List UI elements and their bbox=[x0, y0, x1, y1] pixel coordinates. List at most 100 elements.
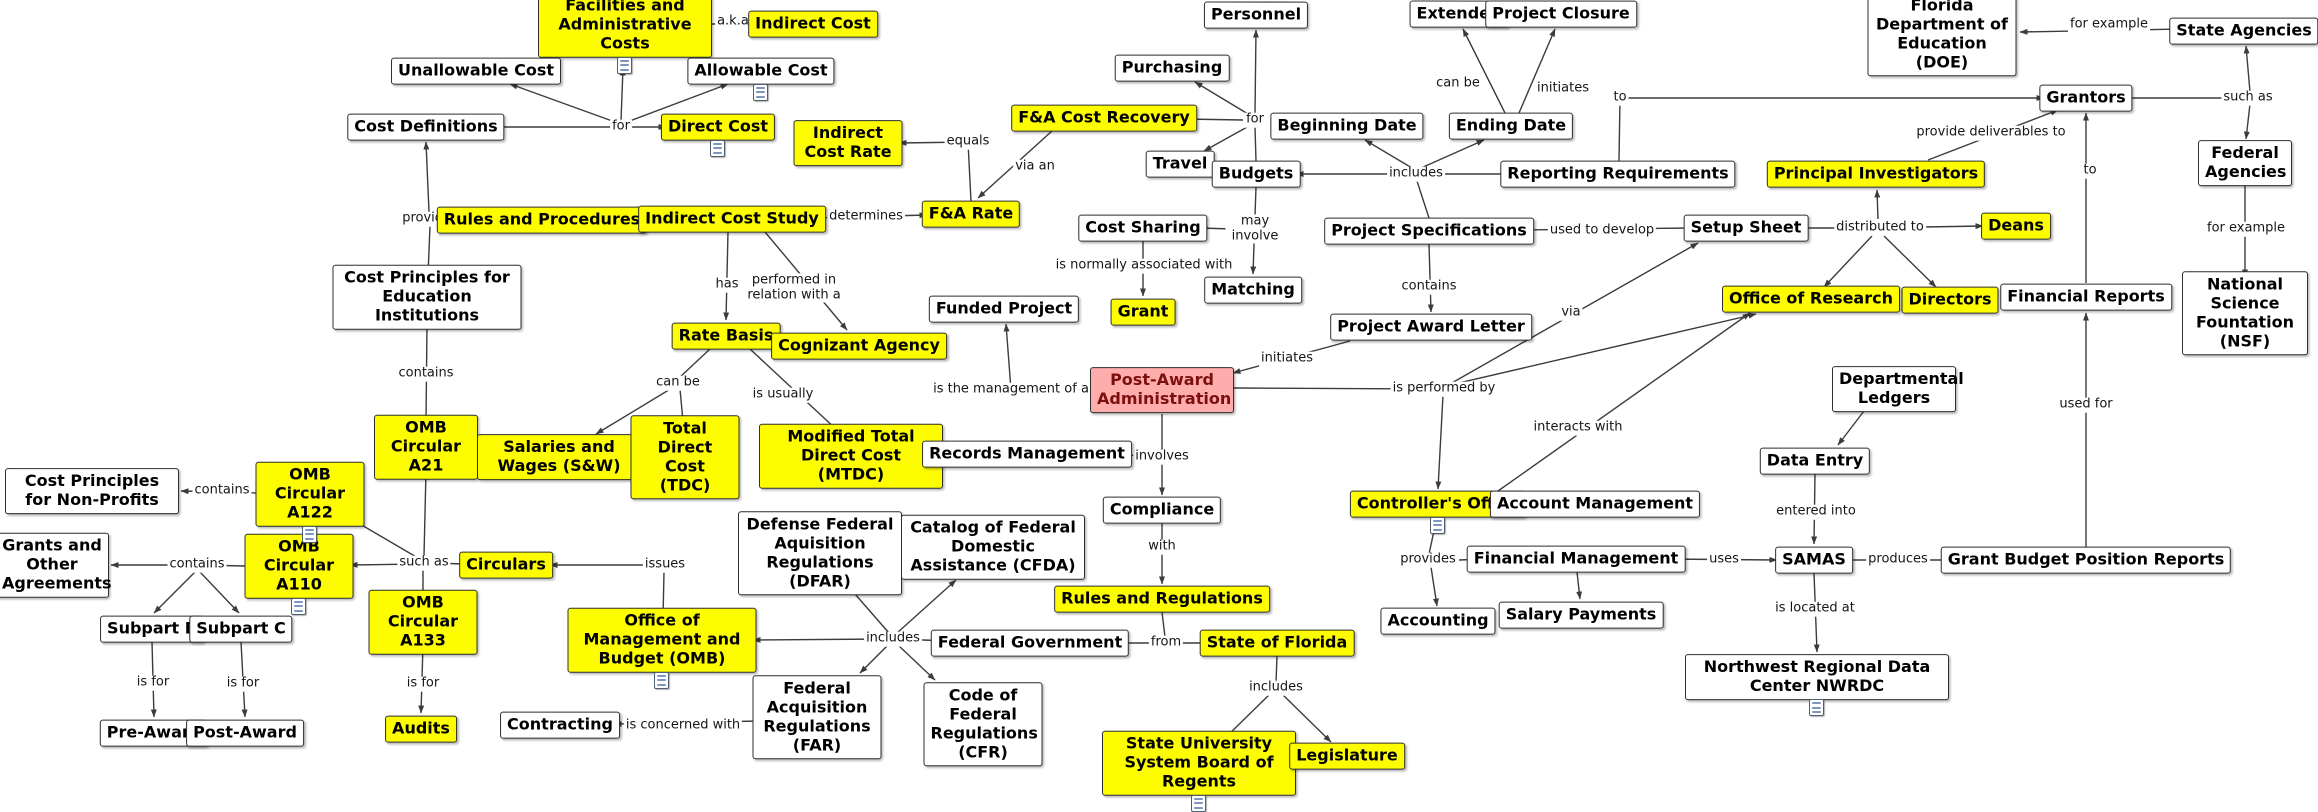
concept-node-directors[interactable]: Directors bbox=[1901, 286, 1999, 314]
concept-node-legislature[interactable]: Legislature bbox=[1289, 742, 1405, 770]
concept-node-budgets[interactable]: Budgets bbox=[1211, 160, 1301, 188]
concept-node-state-of-florida[interactable]: State of Florida bbox=[1199, 629, 1355, 657]
edge-line bbox=[1449, 312, 1757, 386]
resource-document-icon[interactable] bbox=[1809, 699, 1824, 716]
link-label: such as bbox=[397, 554, 451, 571]
concept-node-cost-sharing[interactable]: Cost Sharing bbox=[1078, 214, 1208, 242]
link-label: includes bbox=[864, 630, 922, 647]
edge-line bbox=[1427, 243, 1434, 313]
concept-node-contracting[interactable]: Contracting bbox=[500, 711, 620, 739]
concept-node-cost-principles-education[interactable]: Cost Principles for Education Institutio… bbox=[332, 264, 522, 330]
concept-node-indirect-cost-rate[interactable]: Indirect Cost Rate bbox=[793, 120, 903, 166]
concept-node-indirect-cost-study[interactable]: Indirect Cost Study bbox=[638, 205, 826, 233]
edge-line bbox=[1923, 223, 1984, 230]
resource-document-icon[interactable] bbox=[617, 56, 632, 74]
resource-document-icon[interactable] bbox=[302, 525, 317, 543]
concept-node-personnel[interactable]: Personnel bbox=[1203, 1, 1309, 29]
concept-node-indirect-cost[interactable]: Indirect Cost bbox=[748, 10, 878, 38]
concept-node-cost-definitions[interactable]: Cost Definitions bbox=[347, 113, 505, 141]
link-label: such as bbox=[2221, 89, 2275, 106]
concept-node-florida-doe[interactable]: Florida Department of Education (DOE) bbox=[1867, 0, 2017, 76]
link-label: is usually bbox=[750, 386, 816, 403]
concept-node-grants-and-other-agreements[interactable]: Grants and Other Agreements bbox=[0, 532, 112, 598]
concept-node-post-award-administration[interactable]: Post-Award Administration bbox=[1090, 367, 1234, 413]
concept-node-omb-circular-a110[interactable]: OMB Circular A110 bbox=[244, 533, 354, 599]
resource-document-icon[interactable] bbox=[710, 139, 725, 157]
resource-document-icon[interactable] bbox=[1430, 516, 1445, 534]
concept-node-account-management[interactable]: Account Management bbox=[1489, 490, 1701, 518]
concept-node-project-closure[interactable]: Project Closure bbox=[1485, 0, 1637, 28]
concept-node-dfar[interactable]: Defense Federal Aquisition Regulations (… bbox=[738, 511, 902, 595]
concept-node-federal-government[interactable]: Federal Government bbox=[930, 629, 1130, 657]
edge-line bbox=[723, 231, 730, 321]
resource-document-icon[interactable] bbox=[654, 671, 669, 689]
concept-node-cfr[interactable]: Code of Federal Regulations (CFR) bbox=[923, 682, 1043, 766]
concept-node-cognizant-agency[interactable]: Cognizant Agency bbox=[771, 332, 947, 360]
concept-node-unallowable-cost[interactable]: Unallowable Cost bbox=[391, 57, 561, 85]
concept-node-omb-circular-a21[interactable]: OMB Circular A21 bbox=[374, 414, 478, 480]
concept-node-grantors[interactable]: Grantors bbox=[2039, 84, 2133, 112]
concept-node-departmental-ledgers[interactable]: Departmental Ledgers bbox=[1832, 366, 1964, 412]
concept-node-fa-cost-recovery[interactable]: F&A Cost Recovery bbox=[1011, 104, 1197, 132]
concept-node-ending-date[interactable]: Ending Date bbox=[1448, 112, 1574, 140]
concept-node-circulars[interactable]: Circulars bbox=[459, 551, 553, 579]
concept-node-funded-project[interactable]: Funded Project bbox=[928, 295, 1080, 323]
edge-line bbox=[1254, 126, 1257, 162]
concept-node-cost-principles-non-profits[interactable]: Cost Principles for Non-Profits bbox=[5, 468, 179, 514]
concept-node-rate-basis[interactable]: Rate Basis bbox=[671, 322, 781, 350]
resource-document-icon[interactable] bbox=[1191, 794, 1206, 812]
resource-document-icon[interactable] bbox=[753, 83, 768, 101]
concept-node-federal-agencies[interactable]: Federal Agencies bbox=[2198, 140, 2292, 186]
concept-node-deans[interactable]: Deans bbox=[1981, 212, 2051, 240]
concept-node-purchasing[interactable]: Purchasing bbox=[1114, 54, 1230, 82]
concept-node-nsf[interactable]: National Science Fountation (NSF) bbox=[2182, 271, 2308, 355]
concept-node-beginning-date[interactable]: Beginning Date bbox=[1270, 112, 1424, 140]
concept-node-principal-investigators[interactable]: Principal Investigators bbox=[1766, 160, 1986, 188]
concept-node-far[interactable]: Federal Acquisition Regulations (FAR) bbox=[752, 675, 882, 759]
concept-node-subpart-b[interactable]: Subpart B bbox=[100, 615, 204, 643]
concept-node-board-of-regents[interactable]: State University System Board of Regents bbox=[1102, 730, 1296, 796]
concept-node-project-specifications[interactable]: Project Specifications bbox=[1324, 217, 1534, 245]
concept-node-salary-payments[interactable]: Salary Payments bbox=[1498, 601, 1664, 629]
concept-node-audits[interactable]: Audits bbox=[385, 715, 457, 743]
concept-node-office-of-research[interactable]: Office of Research bbox=[1722, 285, 1900, 313]
edge-line bbox=[1364, 139, 1413, 169]
concept-node-nwrdc[interactable]: Northwest Regional Data Center NWRDC bbox=[1685, 654, 1949, 700]
concept-node-accounting[interactable]: Accounting bbox=[1380, 607, 1496, 635]
concept-node-grant[interactable]: Grant bbox=[1110, 298, 1176, 326]
concept-node-subpart-c[interactable]: Subpart C bbox=[189, 615, 293, 643]
concept-node-financial-reports[interactable]: Financial Reports bbox=[2000, 283, 2172, 311]
concept-node-salaries-and-wages[interactable]: Salaries and Wages (S&W) bbox=[477, 434, 641, 480]
concept-node-reporting-requirements[interactable]: Reporting Requirements bbox=[1500, 160, 1736, 188]
concept-node-cfda[interactable]: Catalog of Federal Domestic Assistance (… bbox=[901, 514, 1085, 580]
resource-document-icon[interactable] bbox=[291, 597, 306, 615]
concept-node-facilities-administrative-costs[interactable]: Facilities and Administrative Costs bbox=[538, 0, 712, 58]
concept-node-post-award[interactable]: Post-Award bbox=[186, 719, 304, 747]
concept-node-mtdc[interactable]: Modified Total Direct Cost (MTDC) bbox=[759, 423, 943, 489]
concept-node-setup-sheet[interactable]: Setup Sheet bbox=[1683, 214, 1809, 242]
link-label: to bbox=[1611, 89, 1629, 106]
concept-node-grant-budget-position-reports[interactable]: Grant Budget Position Reports bbox=[1940, 546, 2232, 574]
concept-node-fa-rate[interactable]: F&A Rate bbox=[921, 200, 1021, 228]
concept-node-omb-circular-a133[interactable]: OMB Circular A133 bbox=[368, 589, 478, 655]
concept-node-financial-management[interactable]: Financial Management bbox=[1466, 545, 1686, 573]
concept-node-allowable-cost[interactable]: Allowable Cost bbox=[687, 57, 835, 85]
concept-node-omb-circular-a122[interactable]: OMB Circular A122 bbox=[255, 461, 365, 527]
concept-node-compliance[interactable]: Compliance bbox=[1102, 496, 1222, 524]
edge-line bbox=[153, 571, 196, 614]
concept-node-state-agencies[interactable]: State Agencies bbox=[2169, 17, 2318, 45]
link-label: via an bbox=[1013, 158, 1057, 175]
concept-node-travel[interactable]: Travel bbox=[1145, 150, 1215, 178]
concept-node-rules-and-procedures[interactable]: Rules and Procedures bbox=[436, 206, 648, 234]
concept-node-rules-and-regulations[interactable]: Rules and Regulations bbox=[1054, 585, 1270, 613]
concept-node-samas[interactable]: SAMAS bbox=[1775, 546, 1853, 574]
link-label: contains bbox=[1399, 278, 1459, 295]
concept-node-records-management[interactable]: Records Management bbox=[922, 440, 1132, 468]
concept-node-total-direct-cost[interactable]: Total Direct Cost (TDC) bbox=[630, 415, 740, 499]
link-label: interacts with bbox=[1531, 419, 1625, 436]
concept-node-omb[interactable]: Office of Management and Budget (OMB) bbox=[567, 607, 757, 673]
concept-node-data-entry[interactable]: Data Entry bbox=[1759, 447, 1871, 475]
concept-node-matching[interactable]: Matching bbox=[1204, 276, 1302, 304]
concept-node-project-award-letter[interactable]: Project Award Letter bbox=[1330, 313, 1532, 341]
concept-node-direct-cost[interactable]: Direct Cost bbox=[660, 113, 776, 141]
